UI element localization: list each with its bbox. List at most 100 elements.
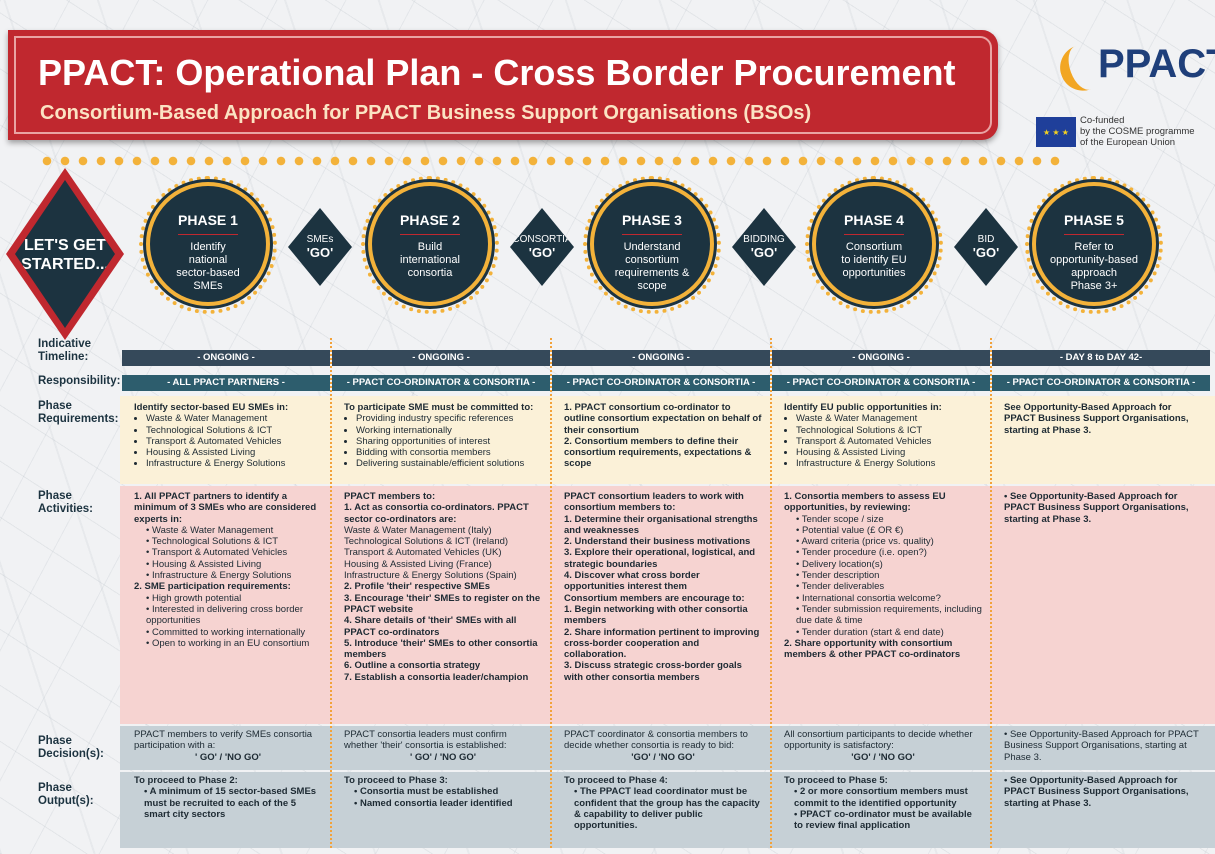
requirement-item: Infrastructure & Energy Solutions <box>146 458 322 469</box>
activity-line: 3. Explore their operational, logistical… <box>564 547 756 570</box>
activity-line: • Interested in delivering cross border … <box>146 603 303 627</box>
title-banner: PPACT: Operational Plan - Cross Border P… <box>8 30 998 140</box>
timeline-bar: - DAY 8 to DAY 42- <box>992 350 1210 366</box>
responsibility-bar: - PPACT CO-ORDINATOR & CONSORTIA - <box>772 375 990 391</box>
activities-band <box>120 486 1215 724</box>
requirements-band <box>120 396 1215 484</box>
requirement-item: Technological Solutions & ICT <box>796 425 982 436</box>
label-decisions: Phase Decision(s): <box>38 735 104 760</box>
timeline-bar: - ONGOING - <box>772 350 990 366</box>
phase-5-title: PHASE 5 <box>1064 212 1124 228</box>
decision-line: PPACT coordinator & consortia members to… <box>564 729 748 752</box>
column-divider <box>770 338 772 848</box>
output-line: To proceed to Phase 5: <box>784 775 888 786</box>
activity-line: 1. Determine their organisational streng… <box>564 513 758 536</box>
decision-cell: • See Opportunity-Based Approach for PPA… <box>1004 729 1202 769</box>
output-line: • Named consortia leader identified <box>354 797 513 809</box>
output-line: • A minimum of 15 sector-based SMEs must… <box>144 786 317 820</box>
activity-line: 6. Outline a consortia strategy <box>344 660 481 672</box>
activities-cell: PPACT members to:1. Act as consortia co-… <box>344 491 542 723</box>
activity-line: Consortium members are encourage to: <box>564 592 745 604</box>
decision-line: ' GO' / 'NO GO' <box>194 751 262 763</box>
activity-line: • Open to working in an EU consortium <box>146 637 310 649</box>
phase-2-rule <box>400 234 460 235</box>
activity-line: • Tender deliverables <box>796 581 885 593</box>
phase-3-ring <box>583 176 721 314</box>
phase-1-description: Identify national sector-based SMEs <box>176 241 240 292</box>
output-cell: To proceed to Phase 5:• 2 or more consor… <box>784 775 982 847</box>
decision-cell: PPACT consortia leaders must confirm whe… <box>344 729 542 769</box>
gate-2-label: CONSORTIA <box>512 234 572 245</box>
activity-line: • Tender scope / size <box>796 513 884 525</box>
requirement-item: Bidding with consortia members <box>356 447 542 458</box>
phase-3-rule <box>622 234 682 235</box>
output-line: • See Opportunity-Based Approach for PPA… <box>1004 775 1189 809</box>
activity-line: 1. All PPACT partners to identify a mini… <box>134 491 317 525</box>
activity-line: 2. Share opportunity with consortium mem… <box>784 637 961 661</box>
activity-line: PPACT members to: <box>344 491 436 502</box>
decision-line: PPACT members to verify SMEs consortia p… <box>134 729 313 752</box>
output-cell: To proceed to Phase 4:• The PPACT lead c… <box>564 775 762 847</box>
requirement-item: Sharing opportunities of interest <box>356 436 542 447</box>
activity-line: • Potential value (£ OR €) <box>796 524 904 536</box>
requirements-cell: 1. PPACT consortium co-ordinator to outl… <box>564 402 762 482</box>
activity-line: 2. Share information pertinent to improv… <box>564 626 760 661</box>
activity-line: 1. Begin networking with other consortia… <box>564 603 748 627</box>
column-divider <box>550 338 552 848</box>
decision-line: 'GO' / 'NO GO' <box>851 751 915 763</box>
decision-line: ' GO' / 'NO GO' <box>409 751 477 763</box>
requirements-cell: Identify EU public opportunities in:Wast… <box>784 402 982 482</box>
phase-3-title: PHASE 3 <box>622 212 682 228</box>
requirement-item: Waste & Water Management <box>146 413 322 424</box>
activity-line: 2. Understand their business motivations <box>564 536 751 548</box>
activity-line: • International consortia welcome? <box>796 592 941 604</box>
activity-line: • Tender procedure (i.e. open?) <box>796 547 927 559</box>
timeline-bar: - ONGOING - <box>332 350 550 366</box>
label-responsibility: Responsibility: <box>38 375 121 387</box>
outputs-band <box>120 772 1215 848</box>
output-line: To proceed to Phase 2: <box>134 775 238 786</box>
requirement-item: Technological Solutions & ICT <box>146 425 322 436</box>
requirement-item: Transport & Automated Vehicles <box>796 436 982 447</box>
phase-4-rule <box>844 234 904 235</box>
activity-line: • Tender description <box>796 570 880 582</box>
decision-line: PPACT consortia leaders must confirm whe… <box>344 729 507 752</box>
activity-line: 4. Share details of 'their' SMEs with al… <box>344 615 517 638</box>
gate-1-label: SMEs <box>306 234 334 245</box>
activity-line: Technological Solutions & ICT (Ireland) <box>344 536 509 548</box>
page-subtitle: Consortium-Based Approach for PPACT Busi… <box>40 102 812 124</box>
activities-cell: • See Opportunity-Based Approach for PPA… <box>1004 491 1202 723</box>
activity-line: • Infrastructure & Energy Solutions <box>146 570 292 582</box>
column-divider <box>990 338 992 848</box>
gate-3-go: 'GO' <box>750 245 778 260</box>
decision-cell: All consortium participants to decide wh… <box>784 729 982 769</box>
activity-line: 3. Discuss strategic cross-border goals … <box>564 660 742 683</box>
decision-line: 'GO' / 'NO GO' <box>631 751 695 763</box>
activity-line: 1. Act as consortia co-ordinators. PPACT… <box>344 502 529 525</box>
phase-1-rule <box>178 234 238 235</box>
phase-4-title: PHASE 4 <box>844 212 904 228</box>
label-outputs: Phase Output(s): <box>38 782 94 807</box>
activity-line: • Transport & Automated Vehicles <box>146 547 288 559</box>
phase-1-title: PHASE 1 <box>178 212 238 228</box>
timeline-bar: - ONGOING - <box>552 350 770 366</box>
output-line: • Consortia must be established <box>354 786 499 798</box>
decisions-band <box>120 726 1215 770</box>
phase-2-ring <box>361 176 499 314</box>
requirement-item: Infrastructure & Energy Solutions <box>796 458 982 469</box>
output-line: • 2 or more consortium members must comm… <box>794 786 968 809</box>
decision-cell: PPACT members to verify SMEs consortia p… <box>134 729 322 769</box>
output-line: • The PPACT lead coordinator must be con… <box>574 786 760 832</box>
requirements-cell: See Opportunity-Based Approach for PPACT… <box>1004 402 1202 482</box>
gate-2-go: 'GO' <box>528 245 556 260</box>
requirement-item: Waste & Water Management <box>796 413 982 424</box>
output-cell: To proceed to Phase 3:• Consortia must b… <box>344 775 542 847</box>
requirement-item: 1. PPACT consortium co-ordinator to outl… <box>564 402 762 436</box>
ppact-logo: PPACT <box>1098 42 1215 86</box>
column-divider <box>330 338 332 848</box>
decision-line: All consortium participants to decide wh… <box>784 729 973 752</box>
activity-line: • Tender duration (start & end date) <box>796 626 944 638</box>
